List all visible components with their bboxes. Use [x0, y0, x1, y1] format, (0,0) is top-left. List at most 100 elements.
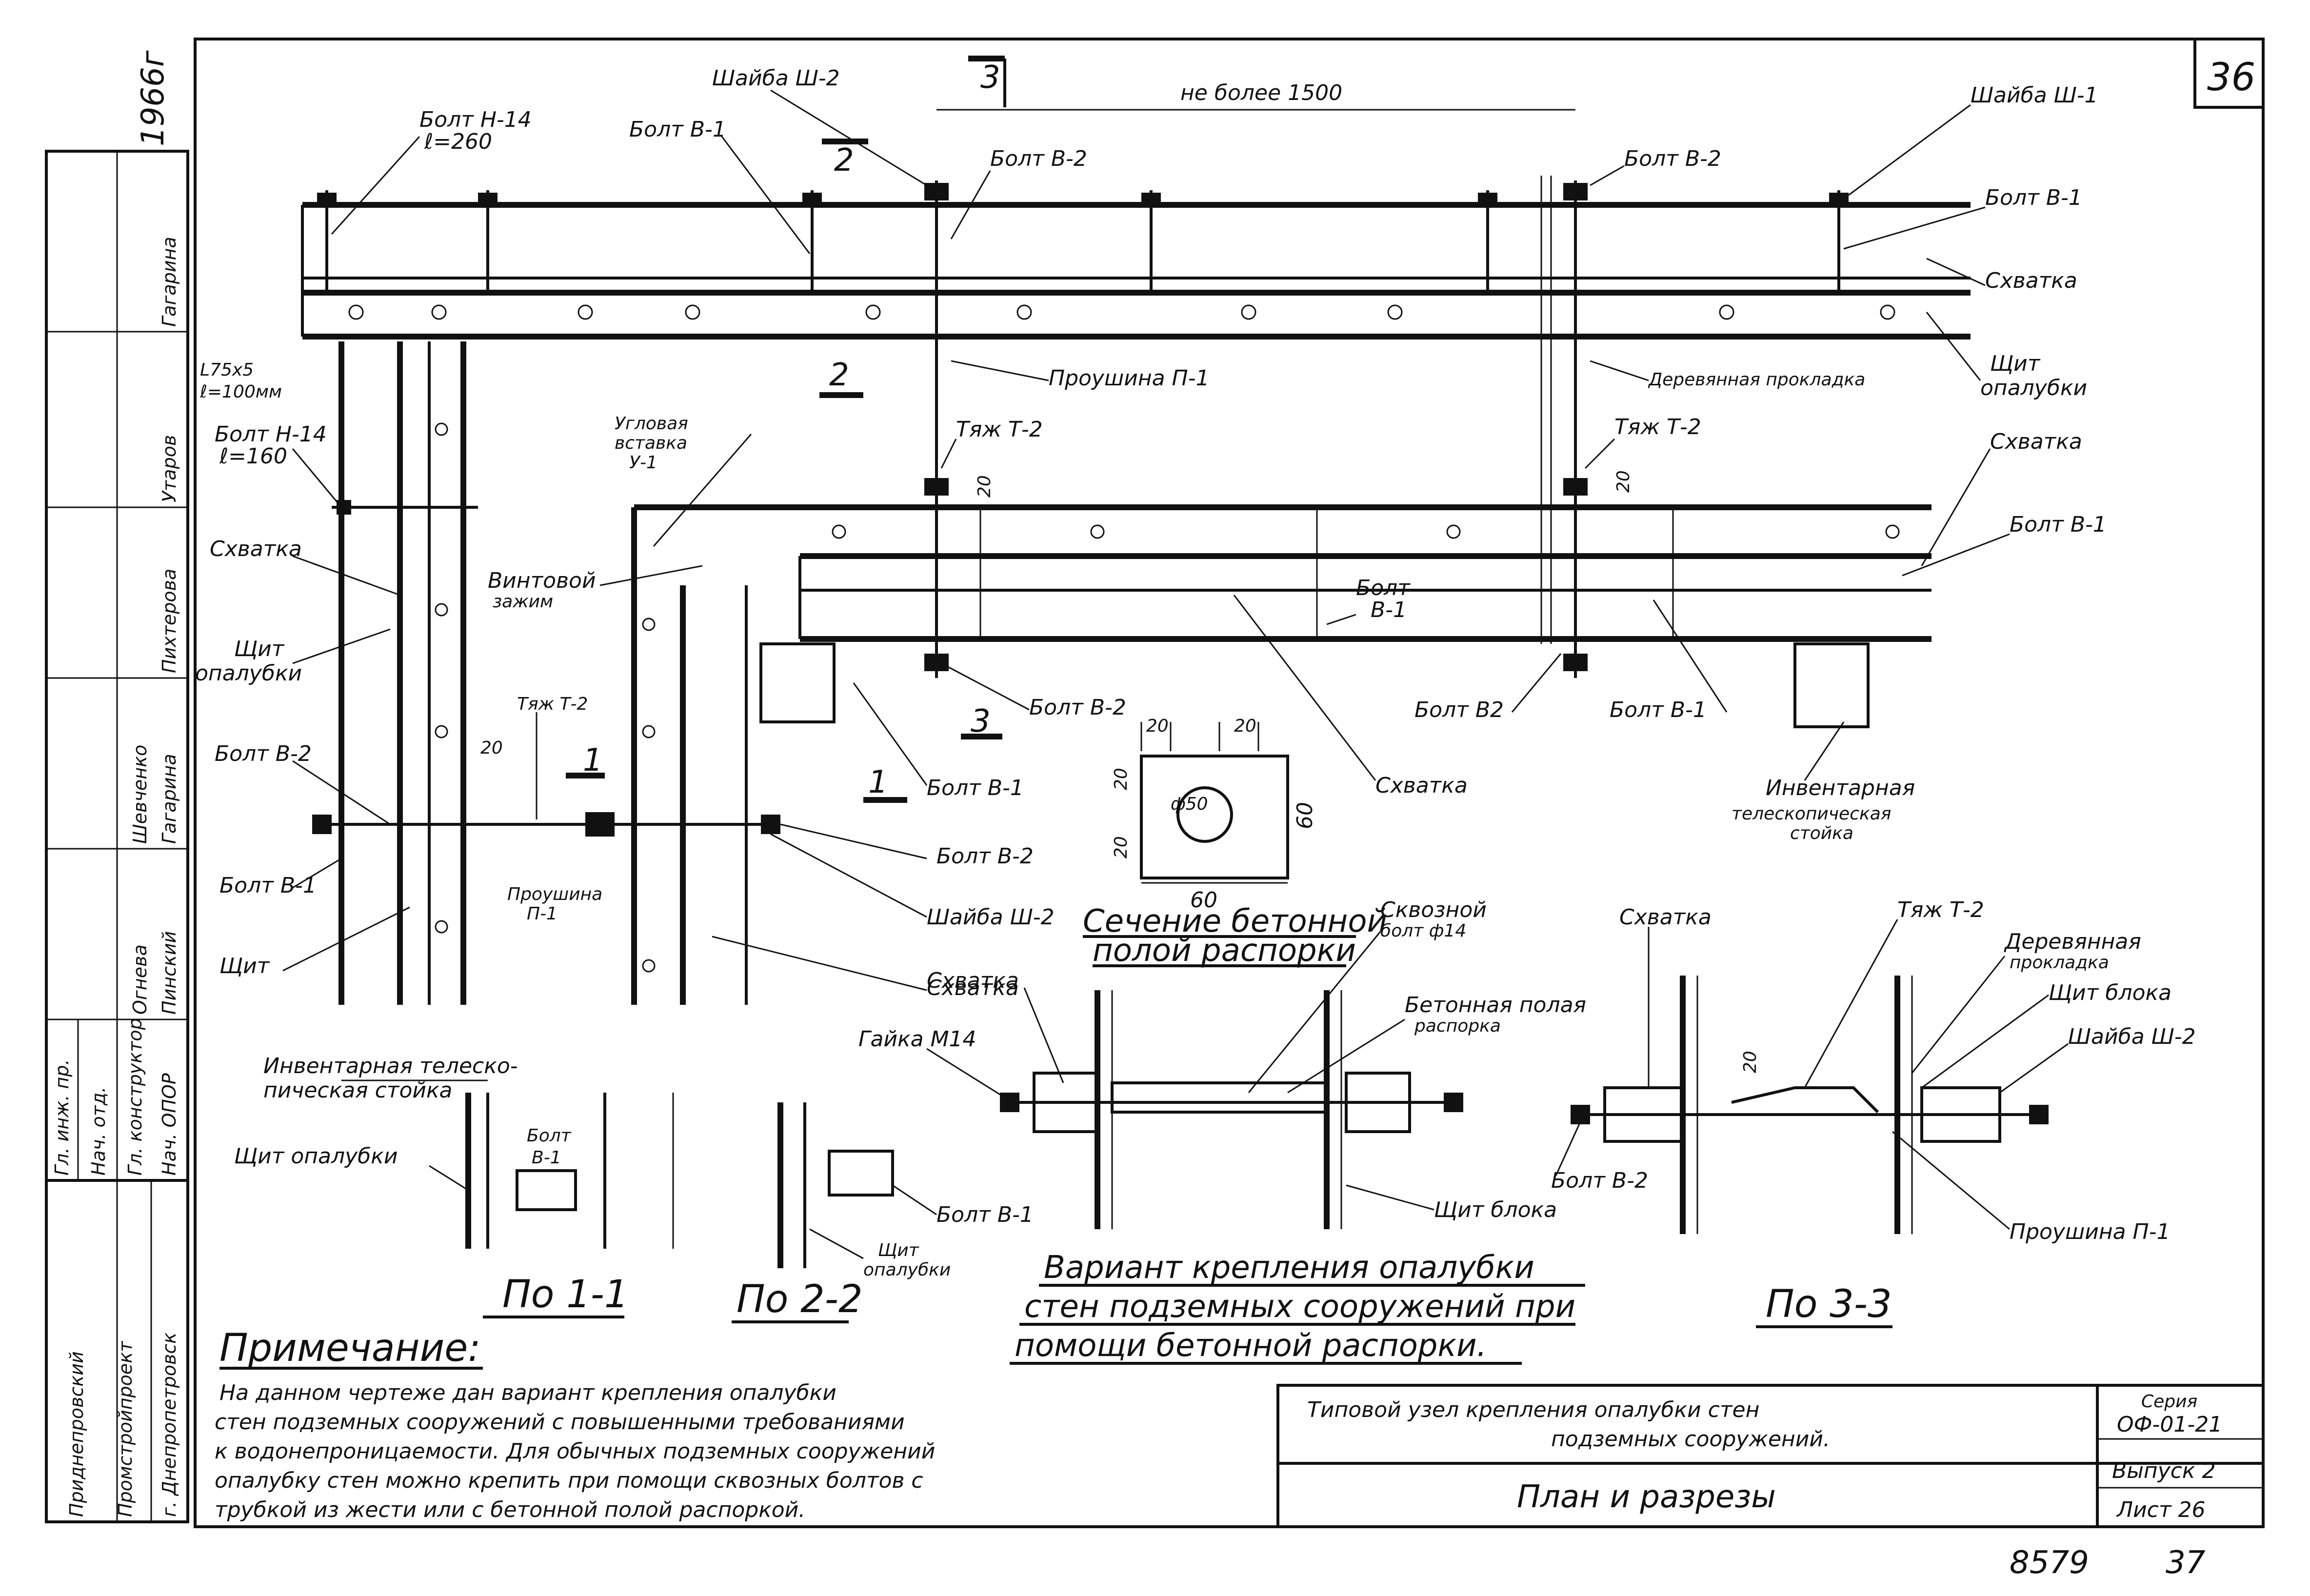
label-bolt-n14: Болт Н-14	[419, 107, 532, 132]
stamp-role-3: Гл. конструктор	[124, 1018, 146, 1176]
label-lug-p1-left: Проушина	[507, 884, 602, 904]
svg-text:1: 1	[583, 742, 603, 778]
svg-text:60: 60	[1293, 802, 1317, 829]
label-washer-w1: Шайба Ш-1	[1971, 83, 2098, 108]
variant-caption-3: помощи бетонной распорки.	[1015, 1328, 1487, 1364]
svg-text:Болт В-1: Болт В-1	[936, 1202, 1034, 1227]
svg-text:Щит блока: Щит блока	[1434, 1197, 1557, 1222]
variant-caption-2: стен подземных сооружений при	[1024, 1289, 1575, 1325]
svg-text:пическая стойка: пическая стойка	[263, 1078, 453, 1103]
view-2-2: Болт В-1 Щит опалубки По 2-2	[732, 1102, 1034, 1323]
svg-text:Тяж Т-2: Тяж Т-2	[1897, 898, 1984, 922]
svg-text:60: 60	[1190, 888, 1217, 913]
label-screw-clamp: Винтовой	[488, 568, 596, 593]
label-bolt-n14-len: ℓ=260	[424, 129, 492, 154]
label-inventory-stand: Инвентарная	[1766, 776, 1915, 800]
stamp-role-2: Нач. отд.	[88, 1087, 109, 1176]
stamp-org-1: Приднепровский	[66, 1351, 87, 1517]
svg-text:распорка: распорка	[1414, 1016, 1501, 1036]
svg-text:Инвентарная телеско-: Инвентарная телеско-	[263, 1054, 518, 1078]
concrete-section: 20 20 20 20 60 60 ф50 Сечение бетонной п…	[1083, 716, 1387, 969]
svg-text:Схватка: Схватка	[927, 968, 1019, 993]
svg-text:Деревянная: Деревянная	[2004, 929, 2141, 954]
label-angle-len: ℓ=100мм	[199, 382, 282, 402]
label-bolt-v2-center: Болт В-2	[936, 844, 1034, 869]
label-bolt-v2-top: Болт В-2	[990, 146, 1087, 171]
label-shield-left: Щит	[234, 637, 285, 661]
svg-text:ф50: ф50	[1171, 794, 1208, 814]
stamp-name-4: Гагарина	[159, 754, 180, 844]
sheet-number-box	[2193, 38, 2265, 109]
view-3-3-title: По 3-3	[1766, 1282, 1892, 1326]
inner-beam	[631, 504, 1932, 642]
concrete-section-title-1: Сечение бетонной	[1083, 903, 1387, 939]
top-bolt	[317, 190, 337, 293]
label-bolt-v2-right: Болт В-2	[1624, 146, 1721, 171]
svg-text:Болт В-2: Болт В-2	[1551, 1168, 1648, 1193]
note-title: Примечание:	[219, 1326, 481, 1370]
svg-text:Проушина П-1: Проушина П-1	[2010, 1219, 2171, 1244]
label-bolt-v1-left: Болт В-1	[219, 873, 317, 898]
svg-text:Бетонная полая: Бетонная полая	[1405, 993, 1586, 1017]
svg-text:Гайка М14: Гайка М14	[858, 1027, 976, 1052]
svg-text:1: 1	[868, 764, 888, 800]
svg-text:Сквозной: Сквозной	[1380, 898, 1487, 922]
title-series-value: ОФ-01-21	[2117, 1412, 2222, 1437]
label-bolt-v1-right: Болт В-1	[1985, 185, 2082, 210]
variant-concrete-strut: Схватка Гайка М14 Сквозной болт ф14 Бето…	[858, 898, 1586, 1365]
svg-text:Щит опалубки: Щит опалубки	[234, 1144, 398, 1169]
top-bolt	[1478, 190, 1497, 293]
view-1-1: Инвентарная телеско- пическая стойка Щит…	[234, 1054, 674, 1318]
top-beam	[301, 176, 1971, 644]
svg-text:2: 2	[829, 357, 849, 393]
note-line-1: На данном чертеже дан вариант крепления …	[219, 1380, 836, 1405]
top-bolt	[1563, 180, 1588, 498]
view-1-1-title: По 1-1	[502, 1273, 629, 1317]
title-issue: Выпуск 2	[2112, 1458, 2215, 1483]
top-bolt	[924, 180, 949, 498]
note-line-3: к водонепроницаемости. Для обычных подзе…	[215, 1439, 935, 1464]
label-shield: Щит	[219, 954, 270, 978]
view-2-2-title: По 2-2	[737, 1277, 863, 1321]
title-sheet: Лист 26	[2116, 1497, 2205, 1522]
note-line-2: стен подземных сооружений с повышенными …	[215, 1410, 905, 1435]
svg-text:20: 20	[1740, 1051, 1760, 1073]
svg-text:20: 20	[1146, 716, 1169, 736]
note-line-5: трубкой из жести или с бетонной полой ра…	[215, 1497, 805, 1522]
svg-text:20: 20	[1613, 470, 1633, 493]
label-skhvatka-top: Схватка	[1985, 268, 2077, 293]
stamp-name-3: Пихтерова	[159, 569, 180, 673]
stamp-name-2: Утаров	[159, 435, 180, 502]
label-skhvatka-right: Схватка	[1990, 429, 2082, 454]
label-wood-strip: Деревянная прокладка	[1648, 370, 1865, 390]
label-corner-insert-3: У-1	[629, 453, 657, 473]
label-bolt-v1-mid: Болт	[1356, 576, 1411, 600]
variant-caption-1: Вариант крепления опалубки	[1044, 1250, 1534, 1286]
svg-text:В-1: В-1	[532, 1148, 561, 1168]
label-washer-w2-center: Шайба Ш-2	[927, 905, 1055, 930]
top-bolt	[802, 190, 822, 293]
svg-text:2: 2	[834, 142, 854, 179]
view-3-3: Схватка Тяж Т-2 Деревянная прокладка Щит…	[1551, 898, 2196, 1328]
label-bolt-v1-center: Болт В-1	[927, 776, 1024, 800]
stamp-org-3: г. Днепропетровск	[159, 1333, 180, 1517]
plan-labels: Шайба Ш-2 Болт Н-14 ℓ=260 Болт В-1 Болт …	[195, 66, 2107, 1000]
svg-text:прокладка: прокладка	[2010, 953, 2109, 973]
stamp-role-4: Нач. ОПОР	[159, 1073, 180, 1176]
svg-text:20: 20	[1111, 768, 1131, 790]
stamp-org-2: Промстройпроект	[115, 1340, 136, 1517]
label-skhvatka-left: Схватка	[210, 537, 302, 561]
label-tie-t2-left: Тяж Т-2	[517, 694, 588, 714]
label-tie-t2-a: Тяж Т-2	[956, 417, 1043, 442]
stamp-person-3: Пинский	[159, 931, 180, 1015]
svg-text:опалубки: опалубки	[863, 1260, 951, 1280]
title-block: Типовой узел крепления опалубки стен под…	[1276, 1384, 2265, 1528]
label-skhvatka-lower: Схватка	[927, 976, 1019, 1000]
label-shield-right-2: опалубки	[1980, 376, 2087, 400]
svg-text:20: 20	[480, 738, 503, 758]
concrete-section-title-2: полой распорки	[1093, 933, 1356, 969]
svg-text:3: 3	[971, 703, 991, 739]
label-screw-clamp-2: зажим	[493, 592, 553, 612]
svg-text:болт ф14: болт ф14	[1380, 921, 1466, 941]
label-skhvatka-center: Схватка	[1375, 773, 1468, 798]
